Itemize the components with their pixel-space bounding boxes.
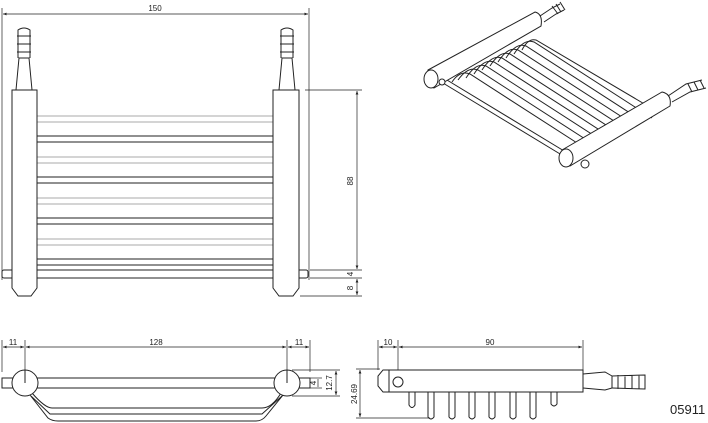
iso-bottom-roller bbox=[560, 91, 671, 167]
right-hose-nipple bbox=[278, 27, 296, 91]
dimension-rail-height: 4 bbox=[346, 271, 355, 276]
side-view-pins bbox=[408, 392, 558, 420]
bottom-rail bbox=[1, 269, 309, 279]
iso-bottom-nipple bbox=[667, 79, 707, 103]
dimension-bottom-offset: 8 bbox=[346, 285, 355, 290]
horizontal-bars bbox=[37, 115, 273, 266]
dimension-height: 88 bbox=[346, 176, 355, 185]
dimension-overall-height: 24.69 bbox=[350, 383, 359, 404]
dimension-center-span: 128 bbox=[149, 338, 163, 347]
mounting-hole bbox=[392, 376, 404, 388]
top-view: 11 128 11 4 12.7 bbox=[1, 338, 340, 422]
right-post bbox=[272, 89, 300, 297]
part-number: 05911 bbox=[670, 402, 705, 417]
left-post bbox=[11, 89, 38, 297]
front-view: 150 bbox=[1, 4, 362, 297]
dimension-hole-offset: 10 bbox=[384, 338, 393, 347]
left-hose-nipple bbox=[15, 27, 33, 91]
dimension-left-offset: 11 bbox=[9, 338, 18, 347]
iso-top-roller bbox=[426, 11, 542, 89]
isometric-view bbox=[423, 1, 707, 169]
side-view-nipple bbox=[582, 371, 613, 391]
iso-top-roller-end bbox=[423, 69, 439, 89]
dimension-rod-diameter: 4 bbox=[309, 380, 318, 385]
dimension-roller-diameter: 12.7 bbox=[325, 375, 334, 391]
iso-wires bbox=[437, 39, 659, 161]
top-view-rod bbox=[1, 377, 311, 389]
side-view-roller bbox=[377, 369, 584, 393]
dimension-overall-width: 150 bbox=[148, 4, 162, 13]
iso-bottom-roller-end bbox=[558, 148, 574, 168]
dimension-length: 90 bbox=[486, 338, 495, 347]
side-view: 10 90 24.69 bbox=[350, 338, 646, 420]
dimension-right-offset: 11 bbox=[295, 338, 304, 347]
